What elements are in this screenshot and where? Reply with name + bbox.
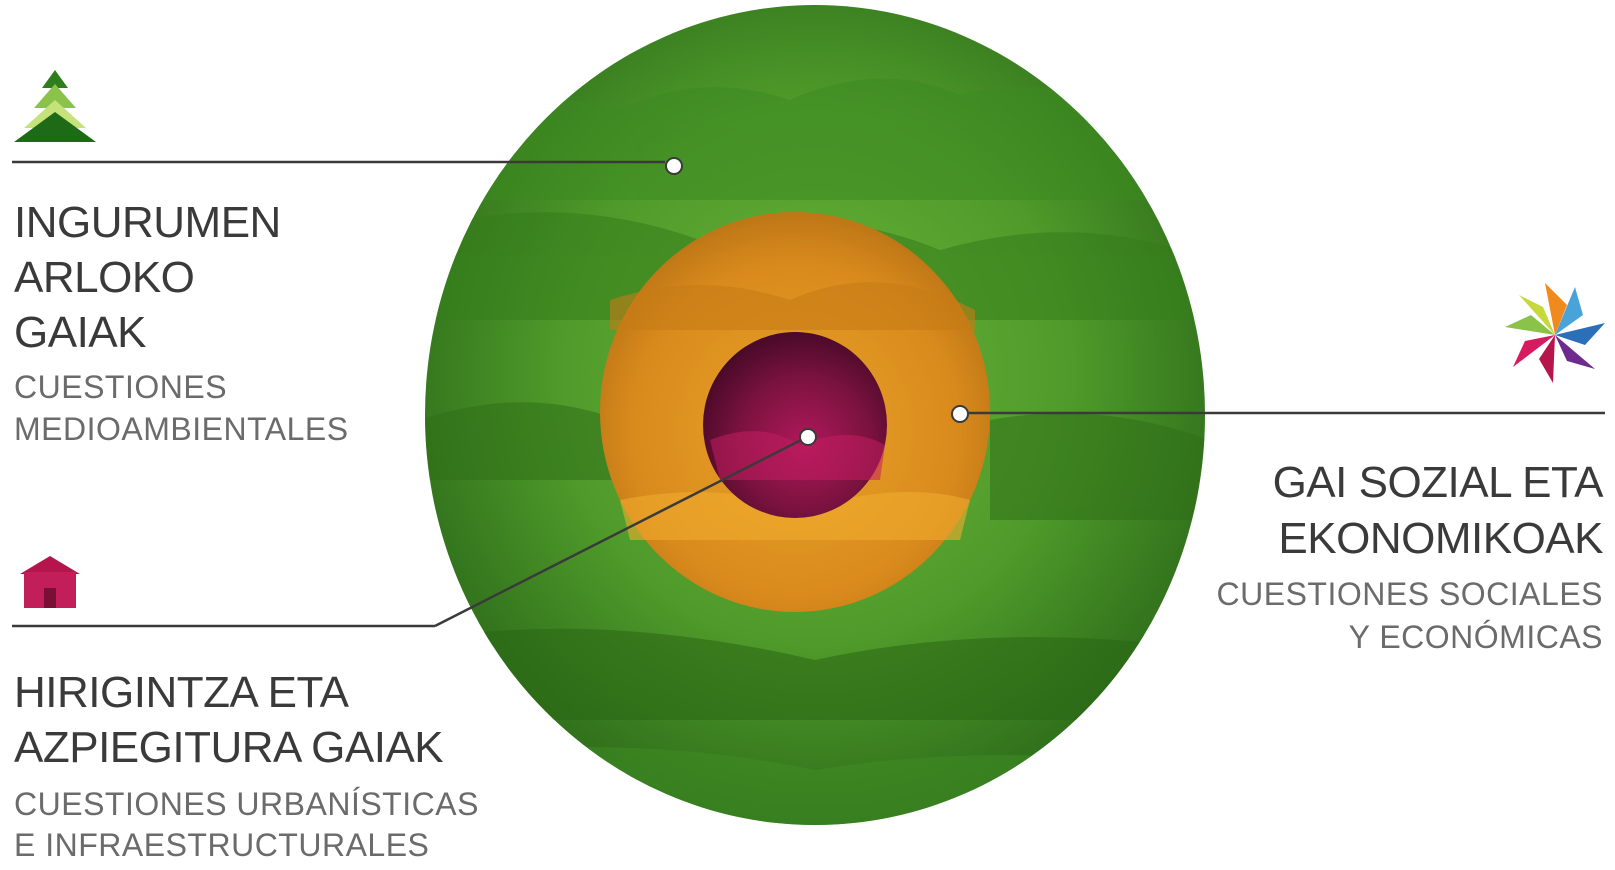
urban-title-line-1: HIRIGINTZA ETA [14, 668, 350, 717]
environmental-title-line-1: INGURUMEN [14, 198, 281, 247]
pinwheel-star-icon [1505, 283, 1605, 383]
social-label-group: GAI SOZIAL ETA EKONOMIKOAK CUESTIONES SO… [1217, 458, 1605, 655]
pine-tree-icon [14, 70, 96, 142]
urban-subtitle-line-2: E INFRAESTRUCTURALES [14, 827, 429, 863]
social-subtitle-line-2: Y ECONÓMICAS [1349, 619, 1603, 655]
environmental-subtitle-line-2: MEDIOAMBIENTALES [14, 411, 349, 447]
inner-circle-urban [703, 332, 887, 518]
environmental-label-group: INGURUMEN ARLOKO GAIAK CUESTIONES MEDIOA… [14, 198, 349, 447]
urban-subtitle-line-1: CUESTIONES URBANÍSTICAS [14, 786, 479, 822]
connector-social [951, 405, 1605, 423]
urban-label-group: HIRIGINTZA ETA AZPIEGITURA GAIAK CUESTIO… [14, 668, 479, 863]
house-icon [20, 556, 80, 608]
connector-urban [12, 428, 817, 628]
environmental-subtitle-line-1: CUESTIONES [14, 369, 227, 405]
urban-title-line-2: AZPIEGITURA GAIAK [14, 723, 443, 772]
connector-environmental [12, 157, 683, 175]
environmental-title-line-3: GAIAK [14, 308, 146, 357]
environmental-title-line-2: ARLOKO [14, 253, 194, 302]
social-title-line-1: GAI SOZIAL ETA [1273, 458, 1605, 507]
social-subtitle-line-1: CUESTIONES SOCIALES [1217, 576, 1603, 612]
social-title-line-2: EKONOMIKOAK [1278, 514, 1603, 563]
